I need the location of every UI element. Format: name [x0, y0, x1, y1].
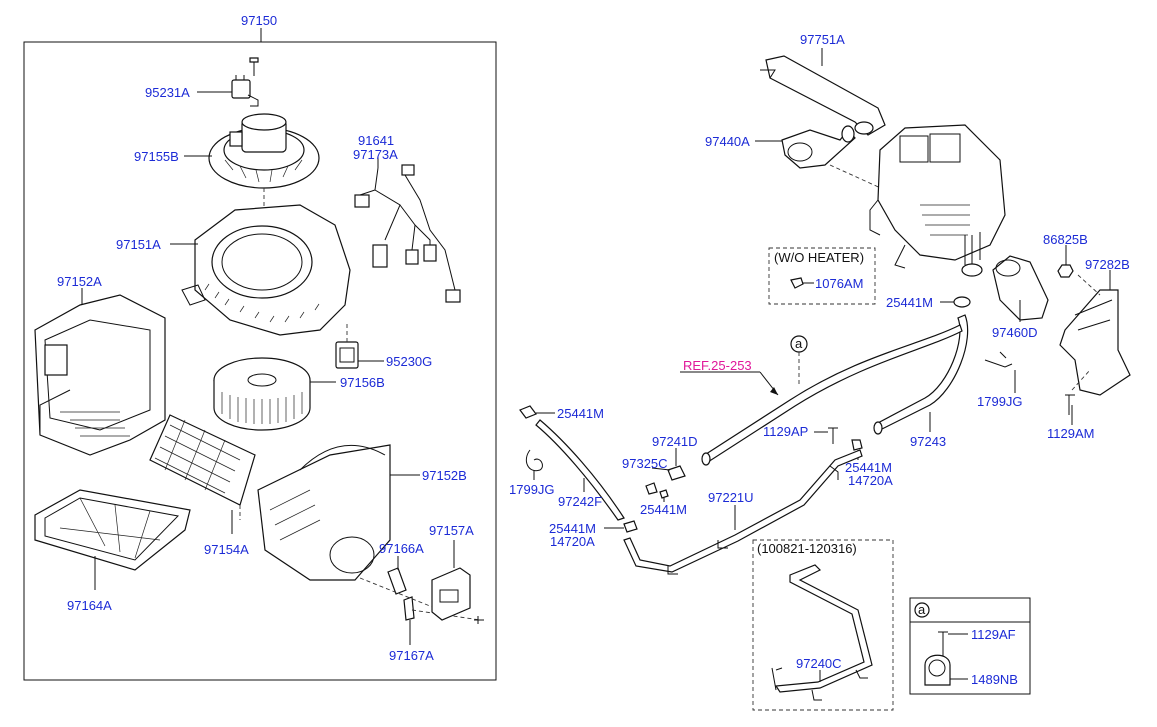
label-1799JG-left[interactable]: 1799JG — [509, 482, 555, 497]
label-97460D[interactable]: 97460D — [992, 325, 1038, 340]
label-14720A-bottom[interactable]: 14720A — [550, 534, 595, 549]
heater-unit-drawing — [869, 124, 1006, 277]
right-duct-drawing — [992, 255, 1049, 321]
cabin-filter-drawing — [34, 489, 191, 571]
label-25441M-bottom[interactable]: 25441M — [549, 521, 596, 536]
alt-pipe-drawing — [771, 564, 873, 701]
note-date-range: (100821-120316) — [757, 541, 857, 556]
seal-drawing — [1057, 264, 1074, 278]
ref-hose-drawing — [701, 324, 963, 466]
label-97241D[interactable]: 97241D — [652, 434, 698, 449]
top-duct-drawing — [760, 55, 886, 136]
label-97173A[interactable]: 97173A — [353, 147, 398, 162]
label-97151A[interactable]: 97151A — [116, 237, 161, 252]
label-25441M-lower[interactable]: 25441M — [640, 502, 687, 517]
label-97150[interactable]: 97150 — [241, 13, 277, 28]
clamp-mid-drawing — [851, 439, 863, 451]
label-86825B[interactable]: 86825B — [1043, 232, 1088, 247]
label-95230G[interactable]: 95230G — [386, 354, 432, 369]
blower-fan-drawing — [213, 357, 311, 431]
label-97221U[interactable]: 97221U — [708, 490, 754, 505]
wo-heater-box — [768, 247, 876, 305]
label-1129AM[interactable]: 1129AM — [1047, 426, 1094, 441]
short-hose-drawing — [645, 465, 686, 499]
label-97155B[interactable]: 97155B — [134, 149, 179, 164]
clip-right-drawing — [984, 351, 1013, 368]
label-97166A[interactable]: 97166A — [379, 541, 424, 556]
label-95231A[interactable]: 95231A — [145, 85, 190, 100]
filter-cover-drawing — [149, 414, 256, 520]
label-25441M-top-left[interactable]: 25441M — [557, 406, 604, 421]
label-97152A[interactable]: 97152A — [57, 274, 102, 289]
blower-motor-drawing — [208, 113, 320, 240]
bolt-right-drawing — [1065, 369, 1091, 415]
label-97152B[interactable]: 97152B — [422, 468, 467, 483]
note-wo-heater: (W/O HEATER) — [774, 250, 864, 265]
clamp-heater-drawing — [953, 296, 971, 308]
label-97154A[interactable]: 97154A — [204, 542, 249, 557]
callout-a-parts-drawing — [924, 631, 951, 686]
pipe-drawing — [623, 449, 863, 575]
label-1489NB[interactable]: 1489NB — [971, 672, 1018, 687]
label-97751A[interactable]: 97751A — [800, 32, 845, 47]
screws-drawing — [359, 567, 484, 624]
label-97157A[interactable]: 97157A — [429, 523, 474, 538]
heater-hose-drawing — [873, 314, 969, 435]
label-91641[interactable]: 91641 — [358, 133, 394, 148]
lower-case-left-drawing — [34, 294, 166, 456]
callout-a: a — [795, 336, 803, 351]
bolt-mid-drawing — [828, 427, 838, 444]
wiring-harness-drawing — [354, 164, 461, 303]
ref-25-253[interactable]: REF.25-253 — [683, 358, 752, 373]
label-1129AP[interactable]: 1129AP — [763, 424, 808, 439]
right-cover-drawing — [1059, 274, 1131, 396]
label-97164A[interactable]: 97164A — [67, 598, 112, 613]
upper-case-drawing — [181, 204, 351, 336]
assembly-frame — [23, 41, 497, 681]
label-97242F[interactable]: 97242F — [558, 494, 602, 509]
date-range-box — [752, 539, 894, 711]
label-97440A[interactable]: 97440A — [705, 134, 750, 149]
label-97240C[interactable]: 97240C — [796, 656, 842, 671]
label-97325C[interactable]: 97325C — [622, 456, 668, 471]
label-1799JG-right[interactable]: 1799JG — [977, 394, 1023, 409]
label-97167A[interactable]: 97167A — [389, 648, 434, 663]
label-25441M-mid[interactable]: 25441M — [845, 460, 892, 475]
callout-a-box-label: a — [918, 602, 926, 617]
relay-bracket-drawing — [231, 57, 259, 107]
lower-case-right-drawing — [257, 444, 391, 581]
label-97156B[interactable]: 97156B — [340, 375, 385, 390]
label-97243[interactable]: 97243 — [910, 434, 946, 449]
left-hose-drawing — [519, 405, 638, 533]
resistor-drawing — [335, 322, 359, 369]
left-duct-drawing — [781, 125, 856, 169]
label-1129AF[interactable]: 1129AF — [971, 627, 1016, 642]
label-14720A-mid[interactable]: 14720A — [848, 473, 893, 488]
label-97282B[interactable]: 97282B — [1085, 257, 1130, 272]
actuator-drawing — [431, 567, 471, 621]
callout-a-box — [909, 597, 1031, 695]
label-1076AM[interactable]: 1076AM — [815, 276, 863, 291]
label-25441M-heater[interactable]: 25441M — [886, 295, 933, 310]
